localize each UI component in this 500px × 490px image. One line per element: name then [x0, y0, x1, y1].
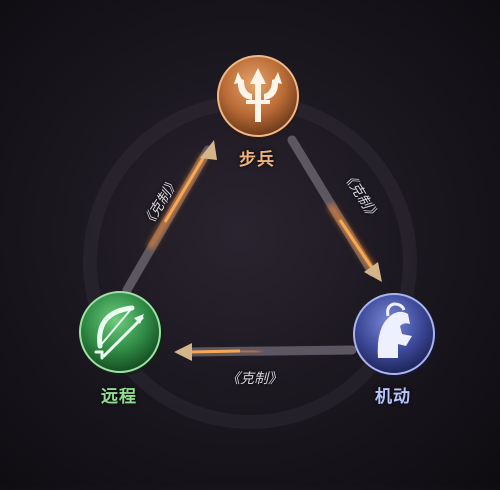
arrow-ranged-to-infantry — [122, 140, 217, 295]
arrow-mobile-to-ranged — [174, 343, 357, 361]
infantry-badge[interactable] — [216, 55, 300, 140]
mobile-badge[interactable] — [353, 293, 438, 378]
relation-label-bottom: 《克制》 — [226, 371, 282, 387]
knight-helmet-icon — [377, 302, 412, 358]
infantry-label: 步兵 — [239, 150, 275, 170]
trident-icon — [234, 68, 282, 122]
ranged-badge[interactable] — [79, 291, 164, 376]
ranged-label: 远程 — [101, 387, 137, 407]
bow-icon — [94, 305, 144, 360]
mobile-label: 机动 — [375, 387, 411, 407]
arrow-infantry-to-mobile — [287, 135, 382, 282]
